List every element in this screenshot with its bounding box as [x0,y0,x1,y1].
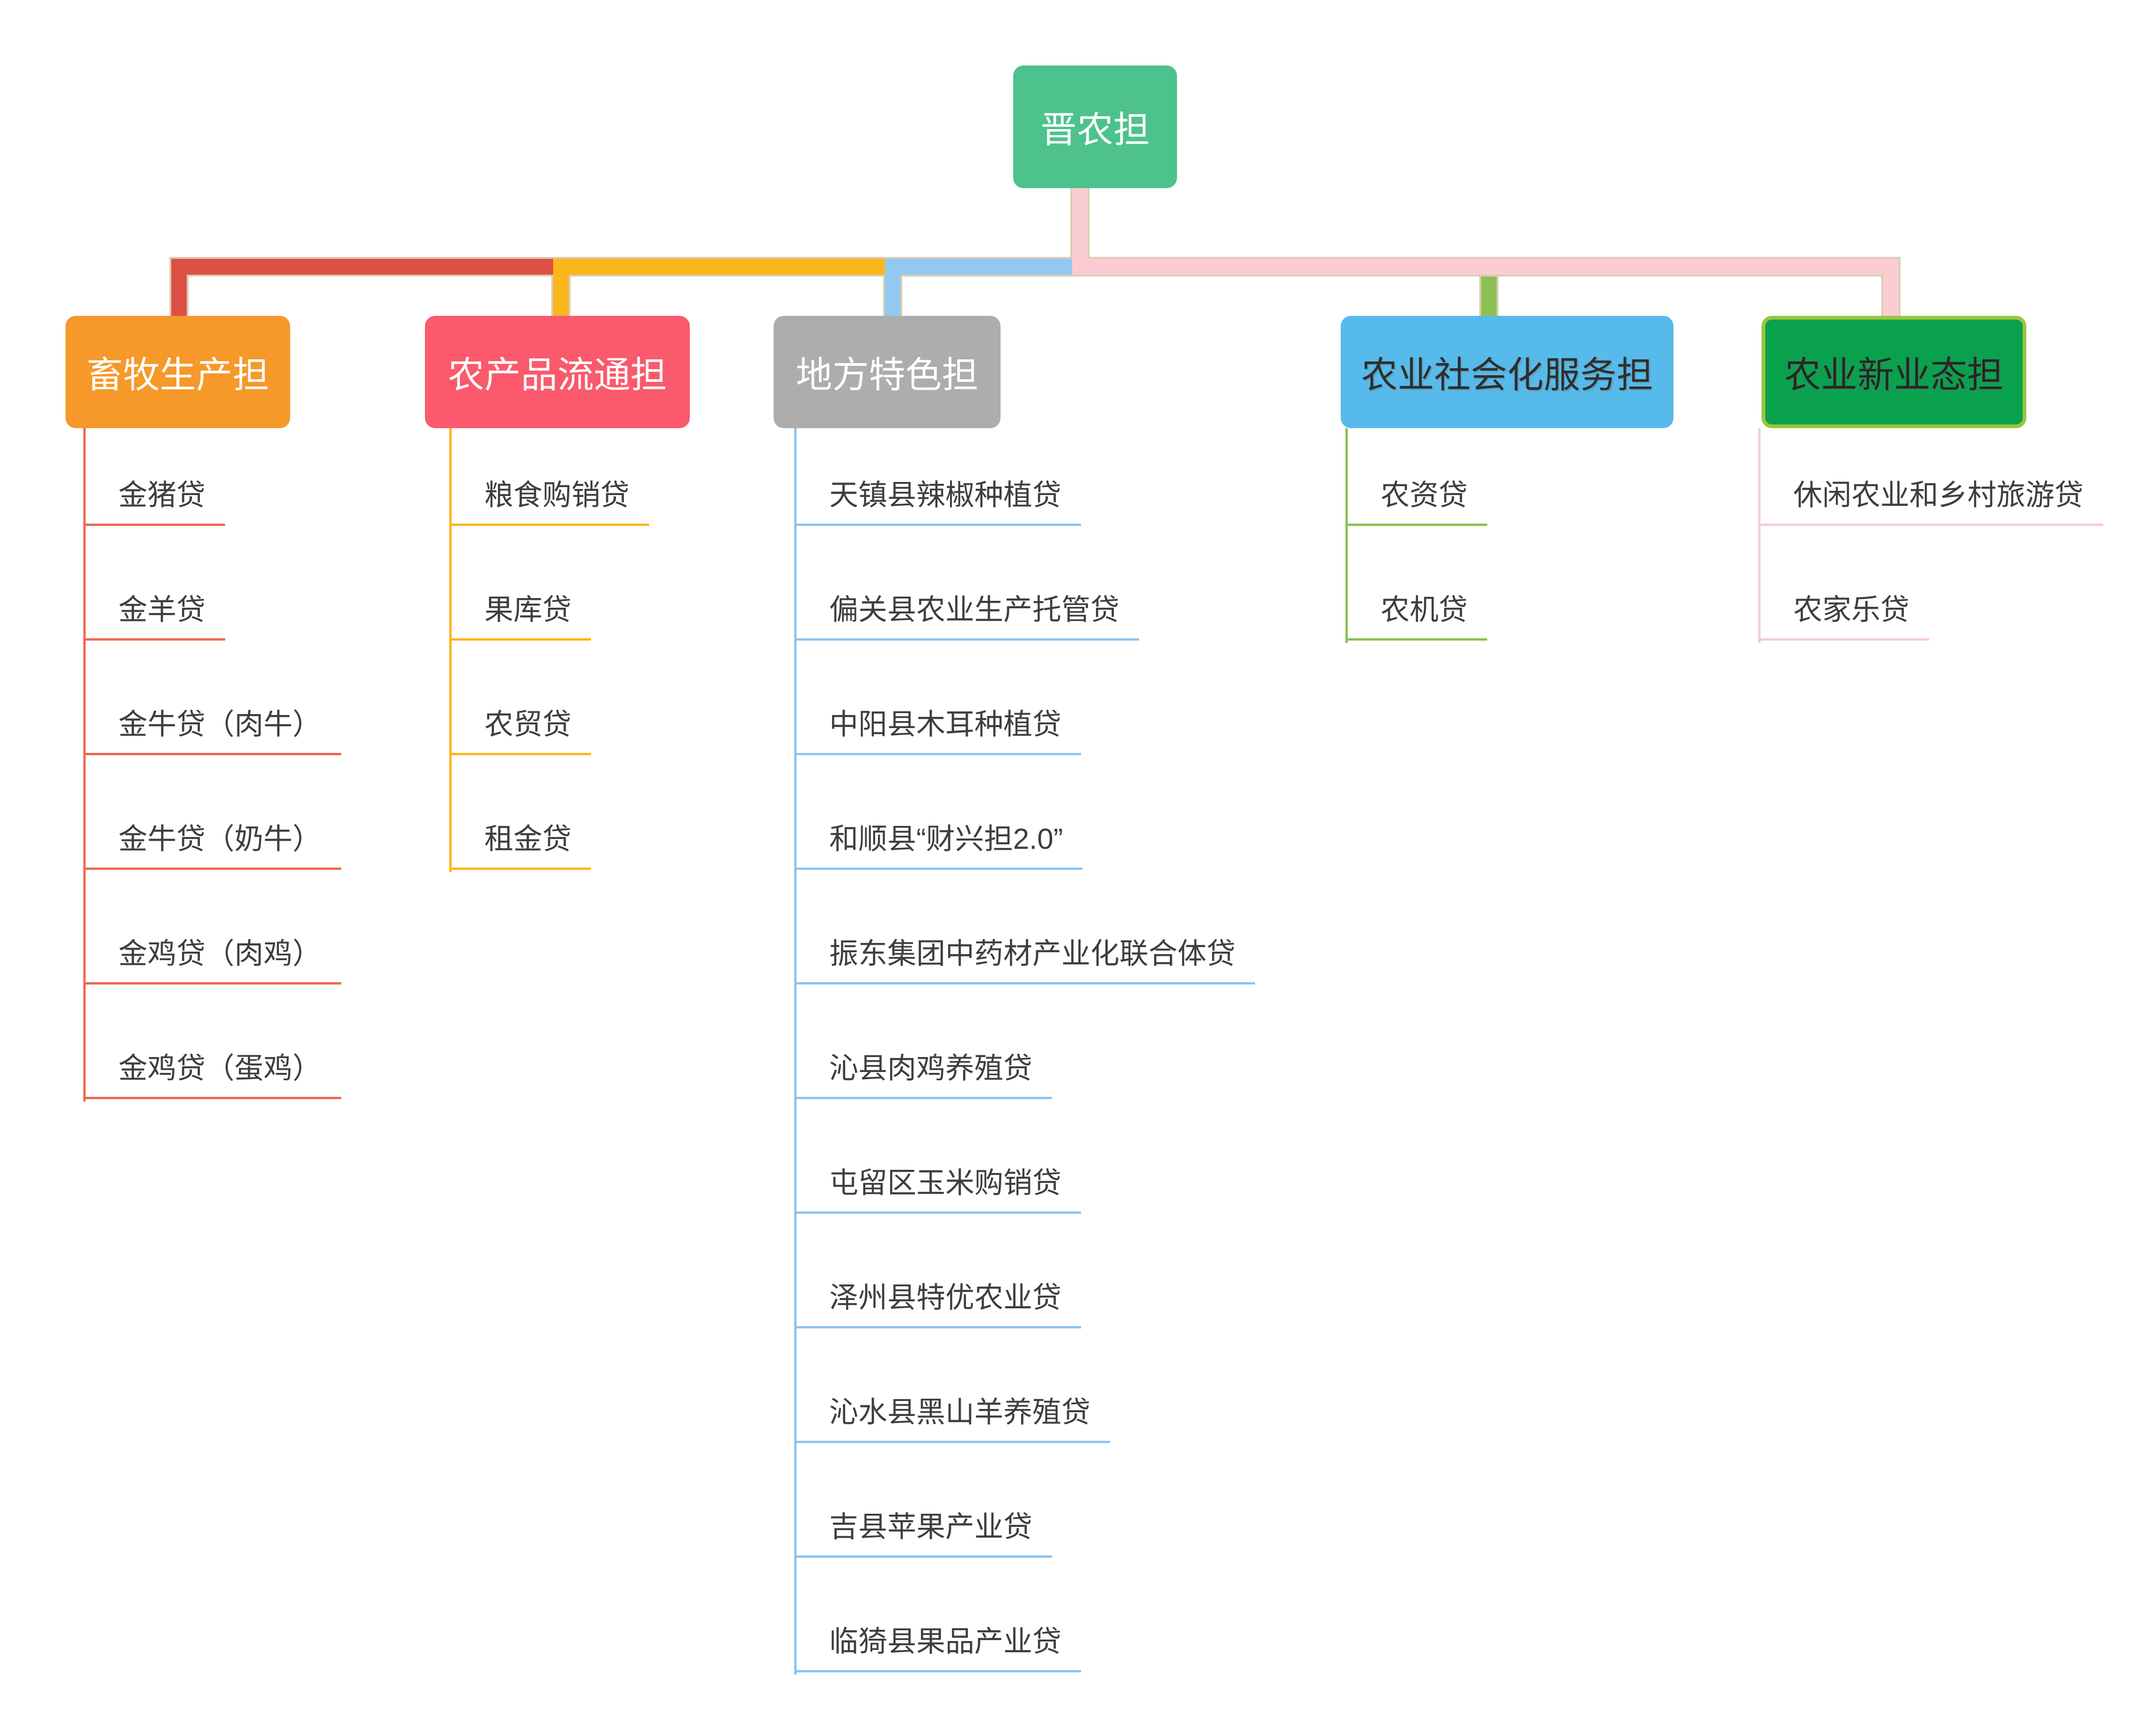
branch-box-produce-circulation[interactable]: 农产品流通担 [425,316,690,428]
branch-trunk-new-business [1758,428,1761,643]
branch-box-local-specialty[interactable]: 地方特色担 [774,316,1001,428]
leaf-node[interactable]: 吉县苹果产业贷 [794,1510,1052,1558]
leaf-node[interactable]: 果库贷 [449,593,592,641]
leaf-node[interactable]: 粮食购销贷 [449,479,650,526]
leaf-node[interactable]: 偏关县农业生产托管贷 [794,593,1140,641]
leaf-node[interactable]: 振东集团中药材产业化联合体贷 [794,937,1256,985]
leaf-node[interactable]: 农资贷 [1345,479,1488,526]
branch-bar-segment-produce-circulation [553,259,885,275]
leaf-node[interactable]: 金鸡贷（蛋鸡） [83,1052,342,1099]
leaf-node[interactable]: 泽州县特优农业贷 [794,1281,1082,1328]
root-node[interactable]: 晋农担 [1013,66,1177,188]
leaf-node[interactable]: 中阳县木耳种植贷 [794,708,1082,755]
leaf-node[interactable]: 临猗县果品产业贷 [794,1625,1082,1672]
branch-trunk-social-service [1345,428,1348,643]
leaf-node[interactable]: 租金贷 [449,823,592,870]
leaf-node[interactable]: 金羊贷 [83,593,226,641]
leaf-node[interactable]: 休闲农业和乡村旅游贷 [1758,479,2104,526]
branch-box-new-business[interactable]: 农业新业态担 [1761,316,2026,428]
branch-box-livestock[interactable]: 畜牧生产担 [66,316,290,428]
leaf-node[interactable]: 农贸贷 [449,708,592,755]
leaf-node[interactable]: 沁水县黑山羊养殖贷 [794,1396,1111,1443]
leaf-node[interactable]: 天镇县辣椒种植贷 [794,479,1082,526]
branch-drop-connector-produce-circulation [553,259,569,316]
branch-drop-connector-livestock [171,259,187,316]
branch-drop-connector-new-business [1883,259,1899,316]
leaf-node[interactable]: 农机贷 [1345,593,1488,641]
branch-bar-segment-livestock [171,259,553,275]
branch-drop-connector-social-service [1481,277,1497,316]
leaf-node[interactable]: 金牛贷（肉牛） [83,708,342,755]
branch-bar-segment-local-specialty [885,259,1072,275]
branch-box-social-service[interactable]: 农业社会化服务担 [1341,316,1674,428]
branch-drop-connector-local-specialty [885,259,900,316]
branch-trunk-local-specialty [794,428,797,1675]
branch-trunk-produce-circulation [449,428,452,872]
leaf-node[interactable]: 农家乐贷 [1758,593,1929,641]
leaf-node[interactable]: 屯留区玉米购销贷 [794,1167,1082,1214]
leaf-node[interactable]: 和顺县“财兴担2.0” [794,823,1083,870]
leaf-node[interactable]: 金鸡贷（肉鸡） [83,937,342,985]
branch-bar-segment-new-business [1072,259,1899,275]
leaf-node[interactable]: 沁县肉鸡养殖贷 [794,1052,1052,1099]
branch-trunk-livestock [83,428,86,1102]
leaf-node[interactable]: 金牛贷（奶牛） [83,823,342,870]
leaf-node[interactable]: 金猪贷 [83,479,226,526]
